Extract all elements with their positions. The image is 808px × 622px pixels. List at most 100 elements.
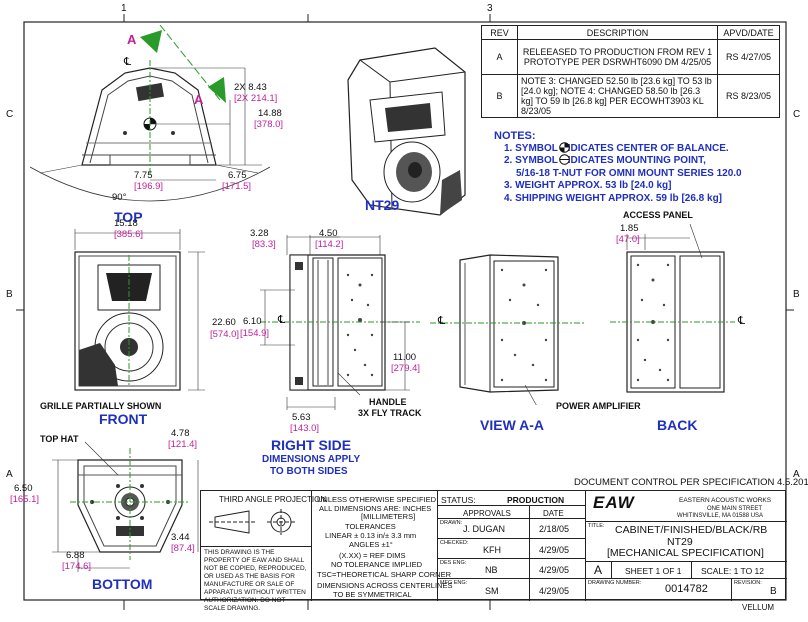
zone-label-c-right: C — [793, 109, 801, 120]
eaw-logo: EAW — [593, 493, 635, 512]
note-4: 4. SHIPPING WEIGHT APPROX. 59 lb [26.8 k… — [504, 192, 723, 204]
grille-callout: GRILLE PARTIALLY SHOWN — [40, 401, 162, 411]
property-notice: THIS DRAWING IS THE PROPERTY OF EAW AND … — [204, 549, 307, 612]
dim-top-h-mm: [378.0] — [254, 119, 284, 130]
title-line-2: NT29 — [667, 536, 693, 548]
isometric-drawing — [347, 47, 466, 216]
status-value: PRODUCTION — [507, 495, 565, 505]
rev-a: A — [481, 39, 518, 75]
zone-label-c-left: C — [6, 109, 14, 120]
units-7: NO TOLERANCE IMPLIED — [331, 560, 422, 569]
zone-label-b-left: B — [6, 289, 13, 300]
rev-b-desc: NOTE 3: CHANGED 52.50 lb [23.6 kg] TO 53… — [517, 74, 718, 118]
fly-track-callout: 3X FLY TRACK — [358, 408, 422, 418]
dim-top-w-mm: [196.9] — [134, 181, 164, 192]
drawing-number-label: DRAWING NUMBER: — [588, 580, 642, 586]
drawing-number: 0014782 — [665, 583, 708, 595]
dim-bot-b: 6.50 — [14, 483, 33, 494]
dim-top-w: 7.75 — [134, 170, 153, 181]
dim-bot-c: 3.44 — [171, 532, 190, 543]
units-9: DIMENSIONS ACROSS CENTERLINES — [317, 581, 453, 590]
dim-side-b: 4.50 — [319, 228, 338, 239]
bottom-view-drawing — [52, 441, 199, 572]
centerline-back: ℄ — [738, 315, 746, 327]
center-balance-symbol-icon — [559, 142, 570, 153]
units-4: LINEAR ± 0.13 in/± 3.3 mm — [325, 531, 417, 540]
dim-top-2x-mm: [2X 214.1] — [234, 93, 278, 104]
dim-bot-d: 6.88 — [66, 550, 85, 561]
units-6: (X.XX) = REF DIMS — [339, 551, 406, 560]
note-3: 3. WEIGHT APPROX. 53 lb [24.0 kg] — [504, 180, 672, 191]
desc-header: DESCRIPTION — [517, 25, 718, 40]
status-label: STATUS: — [441, 495, 476, 505]
front-view-drawing — [74, 229, 205, 391]
title-block: THIRD ANGLE PROJECTION THIS DRAWING IS T… — [200, 490, 787, 612]
dim-side-d: 11.00 — [393, 352, 417, 363]
approval-name-2: NB — [485, 565, 498, 575]
dim-bot-c-mm: [87.4] — [171, 543, 195, 554]
company-address-2: WHITINSVILLE, MA 01588 USA — [677, 513, 764, 519]
dim-bot-b-mm: [165.1] — [10, 494, 40, 505]
units-5: ANGLES ±1° — [349, 540, 393, 549]
rev-b-apvd: RS 8/23/05 — [717, 74, 780, 118]
approval-role-0: DRAWN: — [440, 520, 463, 526]
view-label-front: FRONT — [99, 411, 148, 427]
dim-bot-a: 4.78 — [171, 428, 190, 439]
section-a-top: A — [127, 32, 137, 47]
dim-top-d-mm: [171.5] — [222, 181, 252, 192]
zone-label-a-right: A — [793, 469, 800, 480]
apvd-header: APVD/DATE — [717, 25, 780, 40]
doc-control: DOCUMENT CONTROL PER SPECIFICATION 4.5.2… — [574, 477, 808, 488]
zone-label-top-3: 3 — [487, 3, 493, 14]
title-label: TITLE: — [588, 523, 605, 529]
company-address-1: ONE MAIN STREET — [707, 506, 763, 512]
dim-top-d: 6.75 — [228, 170, 247, 181]
view-label-aa: VIEW A-A — [480, 417, 545, 433]
dim-top-h: 14.88 — [258, 108, 282, 119]
dim-bot-d-mm: [174.6] — [62, 561, 92, 572]
handle-callout: HANDLE — [369, 397, 407, 407]
mounting-point-symbol-icon — [559, 154, 570, 165]
angle-90: 90° — [112, 192, 127, 203]
approvals-label: APPROVALS — [463, 509, 511, 518]
dim-back-a: 1.85 — [620, 223, 639, 234]
approval-date-2: 4/29/05 — [539, 565, 570, 575]
scale-value: SCALE: 1 TO 12 — [701, 566, 764, 576]
third-angle-label: THIRD ANGLE PROJECTION — [219, 495, 327, 504]
note-2: 2. SYMBOL INDICATES MOUNTING POINT, — [504, 155, 706, 166]
approval-date-0: 2/18/05 — [539, 524, 570, 534]
dim-side-e-mm: [143.0] — [290, 423, 320, 434]
approval-role-3: MFG ENG: — [440, 580, 468, 586]
right-side-view-drawing — [260, 235, 420, 410]
dim-back-a-mm: [47.0] — [616, 234, 640, 245]
size-value: A — [594, 563, 603, 577]
dim-front-w: 15.18 — [114, 218, 138, 229]
access-panel-callout: ACCESS PANEL — [623, 210, 693, 220]
third-angle-projection-icon — [209, 509, 295, 535]
units-2: [MILLIMETERS] — [361, 512, 416, 521]
view-label-top: TOP — [114, 209, 143, 225]
zone-label-a-left: A — [6, 469, 13, 480]
approval-date-3: 4/29/05 — [539, 586, 570, 596]
dim-side-a-mm: [83.3] — [252, 239, 276, 250]
units-0: UNLESS OTHERWISE SPECIFIED — [317, 495, 437, 504]
revision-label: REVISION: — [734, 580, 762, 586]
revision-value: B — [770, 586, 777, 597]
view-label-back: BACK — [657, 417, 698, 433]
notes-heading: NOTES: — [494, 130, 536, 142]
vellum-label: VELLUM — [742, 603, 775, 612]
date-label: DATE — [543, 509, 564, 518]
note-2b: 5/16-18 T-NUT FOR OMNI MOUNT SERIES 120.… — [516, 167, 742, 179]
top-view-drawing — [30, 25, 271, 202]
view-label-bottom: BOTTOM — [92, 576, 153, 592]
units-3: TOLERANCES — [345, 522, 396, 531]
dim-top-2x: 2X 8.43 — [234, 82, 267, 93]
dims-apply-1: DIMENSIONS APPLY — [262, 454, 361, 465]
title-line-3: [MECHANICAL SPECIFICATION] — [607, 547, 764, 559]
top-hat-callout: TOP HAT — [40, 434, 79, 444]
units-8: TSC=THEORETICAL SHARP CORNER — [317, 570, 451, 579]
approval-name-3: SM — [485, 586, 499, 596]
units-1: ALL DIMENSIONS ARE: INCHES — [319, 504, 432, 513]
dim-bot-a-mm: [121.4] — [168, 439, 198, 450]
